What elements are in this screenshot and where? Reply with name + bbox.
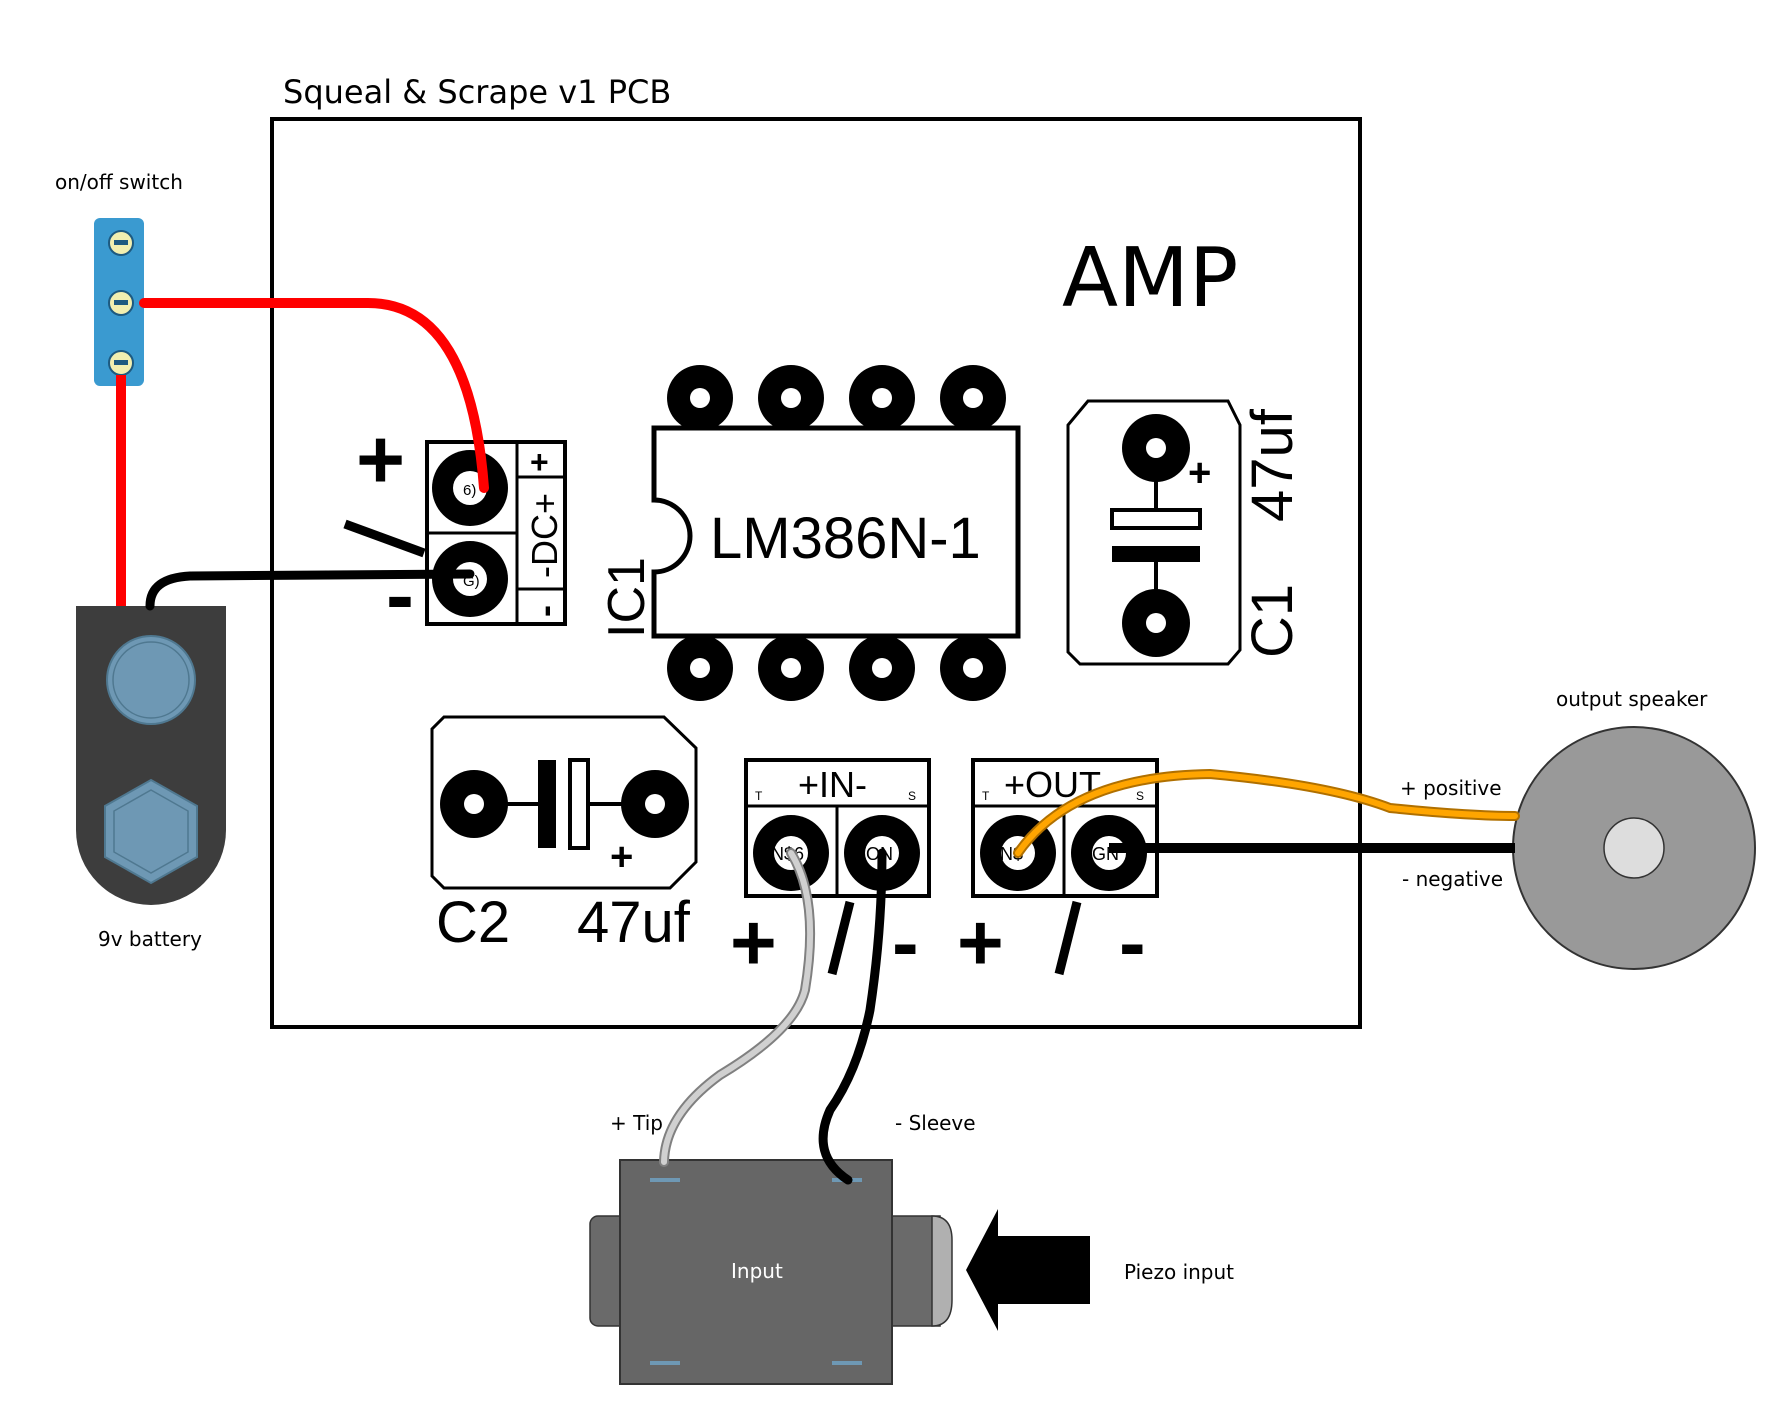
dc-header: -DC+ bbox=[524, 493, 565, 578]
red-wire-switch-to-dc bbox=[139, 298, 489, 493]
piezo-arrow-icon bbox=[966, 1209, 1090, 1331]
c1-outline bbox=[1066, 399, 1242, 666]
c2-ref: C2 bbox=[436, 890, 510, 955]
c2-plus: + bbox=[610, 835, 633, 879]
c1-ref: C1 bbox=[1240, 584, 1305, 658]
amp-label: AMP bbox=[1062, 231, 1238, 326]
dc-plus-marker: + bbox=[530, 444, 549, 480]
dc-terminal-block: 6) G) + -DC+ - bbox=[425, 440, 567, 626]
grey-wire-tip-fill bbox=[661, 850, 814, 1165]
battery-round-terminal bbox=[106, 635, 196, 725]
c1-plus: + bbox=[1188, 451, 1211, 495]
black-wire-battery-to-dc bbox=[145, 569, 475, 611]
in-plus-marking: + bbox=[730, 898, 777, 987]
negative-label: - negative bbox=[1402, 867, 1503, 891]
speaker-label: output speaker bbox=[1556, 687, 1708, 711]
in-header: +IN- bbox=[798, 764, 867, 805]
black-wire-sleeve bbox=[818, 848, 887, 1185]
in-t-marker: T bbox=[755, 789, 763, 803]
battery-label: 9v battery bbox=[98, 927, 202, 951]
c2-capacitor: + C2 47uf bbox=[430, 715, 698, 955]
power-slash bbox=[343, 519, 426, 558]
battery bbox=[76, 606, 226, 905]
orange-wire-positive-fill bbox=[1015, 770, 1518, 856]
ic-name: LM386N-1 bbox=[710, 506, 981, 571]
out-plus-marking: + bbox=[957, 898, 1004, 987]
ic-body bbox=[651, 425, 1021, 639]
on-off-switch bbox=[94, 218, 144, 386]
svg-text:6): 6) bbox=[463, 482, 476, 499]
in-s-marker: S bbox=[908, 789, 916, 803]
jack-label: Input bbox=[731, 1259, 783, 1283]
tip-label: + Tip bbox=[610, 1111, 663, 1135]
in-minus-marking: - bbox=[892, 898, 919, 987]
in-terminal: +IN- T S N$6 ON bbox=[744, 758, 931, 898]
dc-minus-marker: - bbox=[524, 605, 565, 617]
power-plus: + bbox=[356, 412, 405, 506]
out-t-marker: T bbox=[982, 789, 990, 803]
positive-label: + positive bbox=[1400, 776, 1502, 800]
input-jack: Input bbox=[589, 1159, 953, 1385]
ic1-chip: LM386N-1 IC1 bbox=[598, 365, 1021, 701]
out-s-marker: S bbox=[1136, 789, 1144, 803]
c1-value: 47uf bbox=[1240, 408, 1305, 522]
ic-ref: IC1 bbox=[598, 557, 656, 638]
c2-outline bbox=[430, 715, 698, 890]
pcb-title: Squeal & Scrape v1 PCB bbox=[283, 73, 671, 111]
switch-label: on/off switch bbox=[55, 170, 183, 194]
out-minus-marking: - bbox=[1119, 898, 1146, 987]
piezo-label: Piezo input bbox=[1124, 1260, 1234, 1284]
power-minus: - bbox=[386, 548, 414, 642]
sleeve-label: - Sleeve bbox=[895, 1111, 976, 1135]
c1-capacitor: + 47uf C1 bbox=[1066, 399, 1305, 666]
battery-hex-terminal bbox=[104, 778, 198, 885]
out-slash-marking bbox=[1054, 900, 1082, 976]
c2-value: 47uf bbox=[577, 890, 691, 955]
output-speaker bbox=[1512, 726, 1756, 970]
in-slash-marking bbox=[827, 900, 855, 976]
